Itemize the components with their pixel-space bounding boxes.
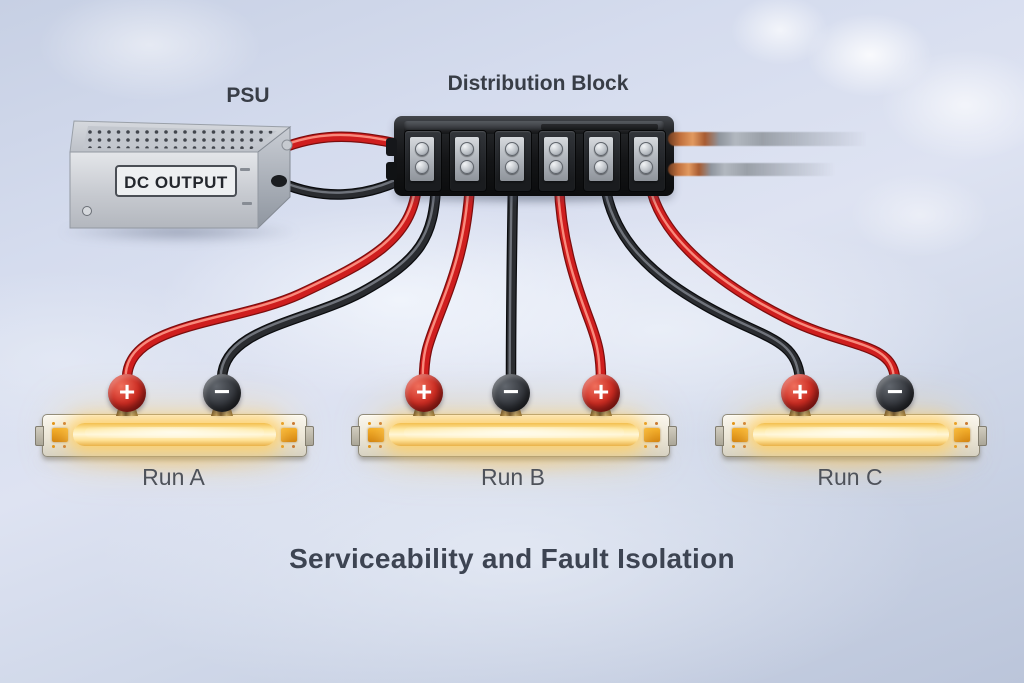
- run-b-terminal-minus-connector: −: [492, 374, 530, 412]
- polarity-glyph: +: [592, 376, 610, 407]
- run-b-terminal-plus-connector: +: [405, 374, 443, 412]
- led-strip-run-c: [715, 414, 987, 457]
- led-strip-run-b: [351, 414, 677, 457]
- run-c-terminal-minus-connector: −: [876, 374, 914, 412]
- strip-end-tab: [715, 426, 724, 446]
- solder-pad: [644, 422, 660, 448]
- psu-negative-outlet: [271, 175, 287, 187]
- polarity-glyph: −: [886, 376, 904, 407]
- run-a-label: Run A: [142, 464, 205, 490]
- psu-unit: DC OUTPUT: [69, 120, 293, 230]
- block-terminal-module-2: [448, 130, 487, 192]
- terminal-plate: [454, 137, 479, 181]
- terminal-screw: [459, 160, 474, 174]
- terminal-plate: [544, 137, 569, 181]
- terminal-screw: [415, 160, 429, 174]
- strip-end-tab: [35, 426, 44, 446]
- terminal-screw: [415, 142, 429, 156]
- led-light-bar: [73, 423, 276, 446]
- strip-end-tab: [351, 426, 360, 446]
- psu-screw: [82, 206, 92, 216]
- block-terminal-module-1: [404, 130, 442, 192]
- psu-positive-post: [281, 139, 293, 151]
- strip-end-tab: [668, 426, 677, 446]
- terminal-screw: [459, 142, 474, 156]
- block-terminal-module-5: [583, 130, 622, 192]
- psu-front-text: DC OUTPUT: [124, 173, 228, 192]
- solder-pad: [281, 422, 297, 448]
- terminal-plate: [410, 137, 434, 181]
- bus-bar-bottom: [668, 163, 840, 176]
- run-a-terminal-minus-connector: −: [203, 374, 241, 412]
- polarity-glyph: +: [791, 376, 809, 407]
- psu-vent-slit: [242, 202, 252, 205]
- run-c-terminal-plus-connector: +: [781, 374, 819, 412]
- distribution-block-label: Distribution Block: [447, 72, 629, 95]
- solder-pad: [52, 422, 68, 448]
- terminal-screw: [504, 142, 519, 156]
- terminal-screw: [639, 142, 653, 156]
- polarity-glyph: −: [502, 376, 520, 407]
- run-c-label: Run C: [817, 464, 883, 490]
- led-strip-run-a: [35, 414, 314, 457]
- run-a-terminal-plus-connector: +: [108, 374, 146, 412]
- psu-vent-grid: [83, 126, 277, 149]
- polarity-glyph: −: [213, 376, 231, 407]
- strip-end-tab: [305, 426, 314, 446]
- terminal-screw: [594, 142, 609, 156]
- bus-bar-top: [668, 132, 873, 146]
- terminal-plate: [634, 137, 658, 181]
- terminal-plate: [589, 137, 614, 181]
- terminal-plate: [499, 137, 524, 181]
- diagram-title: Serviceability and Fault Isolation: [289, 543, 735, 574]
- polarity-glyph: +: [415, 376, 433, 407]
- led-light-bar: [389, 423, 639, 446]
- terminal-screw: [549, 142, 564, 156]
- terminal-screw: [639, 160, 653, 174]
- terminal-screw: [594, 160, 609, 174]
- distribution-block-lid: [404, 121, 664, 134]
- psu-vent-slit: [240, 168, 250, 171]
- strip-end-tab: [978, 426, 987, 446]
- terminal-screw: [549, 160, 564, 174]
- block-terminal-module-6: [628, 130, 666, 192]
- solder-pad: [732, 422, 748, 448]
- terminal-screw: [504, 160, 519, 174]
- block-terminal-module-4: [538, 130, 577, 192]
- polarity-glyph: +: [118, 376, 136, 407]
- led-light-bar: [753, 423, 949, 446]
- distribution-block: [386, 116, 674, 196]
- run-b-terminal-plus-connector: +: [582, 374, 620, 412]
- solder-pad: [368, 422, 384, 448]
- psu-label: PSU: [226, 84, 270, 107]
- solder-pad: [954, 422, 970, 448]
- block-terminal-module-3: [493, 130, 532, 192]
- run-b-label: Run B: [481, 464, 545, 490]
